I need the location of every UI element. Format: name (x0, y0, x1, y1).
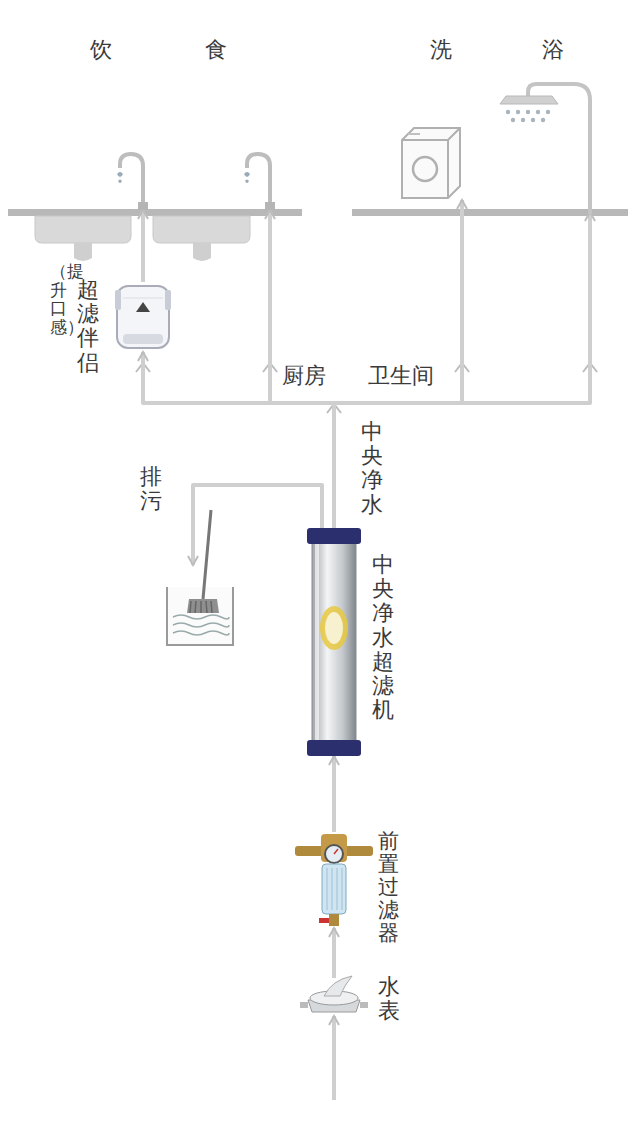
device-node: 饮 (110, 150, 150, 210)
device-label: 前置过滤器 (378, 830, 399, 945)
water-pipe (332, 756, 336, 832)
device-node: 排污 (163, 565, 237, 647)
device-picture (300, 978, 368, 1014)
water-pipe (143, 352, 334, 528)
bathroom-counter (352, 209, 628, 216)
water-pipe (193, 485, 322, 565)
kitchen-counter (8, 209, 302, 216)
device-picture (110, 150, 150, 210)
water-pipe (270, 210, 334, 528)
device-picture (398, 126, 466, 200)
water-pipe (334, 200, 462, 528)
sink (35, 216, 131, 243)
device-label: 饮 (90, 38, 112, 62)
device-label: （提升口感） (50, 262, 67, 337)
device-picture (163, 565, 237, 647)
inlet-pipe (332, 1016, 336, 1100)
water-pipe (334, 212, 590, 528)
sink (153, 216, 250, 243)
pipe-label: 厨房 (282, 364, 326, 388)
device-picture (305, 528, 363, 756)
device-label: 浴 (542, 38, 564, 62)
device-label: 食 (205, 38, 227, 62)
device-picture (496, 78, 594, 212)
device-picture (114, 282, 172, 352)
sink-drain (74, 243, 92, 261)
device-label: 水表 (378, 975, 400, 1023)
device-node: 洗 (398, 126, 466, 200)
device-label: 中央净水超滤机 (372, 553, 394, 722)
pipe-label: 中央净水 (361, 420, 383, 517)
device-picture (235, 150, 275, 210)
water-pipe (332, 928, 336, 978)
device-label: 洗 (430, 38, 452, 62)
device-node: 浴 (496, 78, 594, 212)
pipe-label: 卫生间 (368, 364, 434, 388)
sink-drain (193, 243, 211, 261)
device-node: 水表 (300, 978, 368, 1014)
device-node: 中央净水超滤机 (305, 528, 363, 756)
device-label: 排污 (140, 465, 162, 513)
device-node: 前置过滤器 (291, 832, 377, 928)
device-node: 食 (235, 150, 275, 210)
water-pipe (141, 210, 145, 282)
device-picture (291, 832, 377, 928)
device-label: 超滤伴侣 (77, 278, 99, 375)
device-node: 超滤伴侣（提升口感） (114, 282, 172, 352)
